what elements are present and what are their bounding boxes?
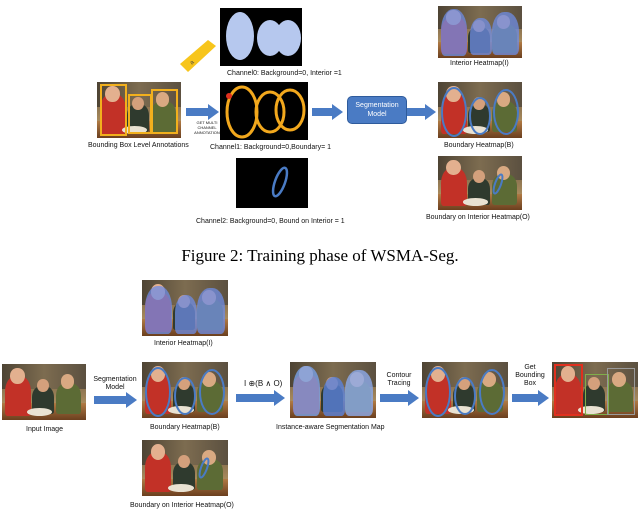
bbox-3 xyxy=(150,88,178,134)
fig2-arrow-2 xyxy=(312,104,343,120)
fig2-get-multichannel: GET MULTI CHANNEL ANNOTATION xyxy=(194,120,220,135)
fig3-boundary-heatmap xyxy=(142,362,228,418)
fig3-instance-map xyxy=(290,362,376,418)
fig3-final-bbox-image xyxy=(552,362,638,418)
fig2-zoom-banner: a xyxy=(180,40,216,72)
final-bbox-2 xyxy=(584,374,609,415)
final-bbox-3 xyxy=(607,367,636,415)
fig3-arrow-1 xyxy=(94,392,137,408)
fig3-instance-label: Instance-aware Segmentation Map xyxy=(276,424,385,431)
fig3-arrow-4 xyxy=(512,390,549,406)
channel1-panel xyxy=(220,82,308,140)
fig2-bbox-label: Bounding Box Level Annotations xyxy=(88,142,189,149)
fig3-formula: I ⊕(B ∧ O) xyxy=(244,379,283,388)
fig3-arrow-3 xyxy=(380,390,419,406)
bbox-2 xyxy=(128,94,152,134)
fig2-interior-heatmap xyxy=(438,6,522,58)
channel0-panel xyxy=(220,8,302,66)
svg-text:a: a xyxy=(189,59,196,66)
fig3-seg-model-label: Segmentation Model xyxy=(93,376,137,391)
fig2-arrow-1 xyxy=(186,104,219,120)
fig3-input-image xyxy=(2,364,86,420)
fig3-interior-label: Interior Heatmap(I) xyxy=(154,340,213,347)
fig2-boundary-label: Boundary Heatmap(B) xyxy=(444,142,514,149)
fig3-get-bbox-label: Get Bounding Box xyxy=(515,364,545,387)
final-bbox-1 xyxy=(553,364,583,416)
fig3-contour-image xyxy=(422,362,508,418)
fig2-interior-label: Interior Heatmap(I) xyxy=(450,60,509,67)
fig2-input-photo xyxy=(97,82,181,138)
fig3-contour-label: Contour Tracing xyxy=(386,372,412,387)
fig2-boundary-heatmap xyxy=(438,82,522,138)
fig3-boundary-on-interior-label: Boundary on Interior Heatmap(O) xyxy=(130,502,234,509)
fig3-arrow-2 xyxy=(236,390,285,406)
channel2-label: Channel2: Background=0, Bound on Interio… xyxy=(196,218,345,225)
channel1-label: Channel1: Background=0,Boundary= 1 xyxy=(210,144,332,151)
fig3-boundary-on-interior xyxy=(142,440,228,496)
fig2-segmentation-model: Segmentation Model xyxy=(347,96,407,124)
fig2-boundary-on-interior xyxy=(438,156,522,210)
bbox-1 xyxy=(99,84,128,136)
fig3-interior-heatmap xyxy=(142,280,228,336)
fig3-input-label: Input Image xyxy=(26,426,63,433)
channel0-label: Channel0: Background=0, Interior =1 xyxy=(227,70,342,77)
fig2-arrow-3 xyxy=(407,104,436,120)
fig3-boundary-label: Boundary Heatmap(B) xyxy=(150,424,220,431)
fig2-boundary-on-interior-label: Boundary on Interior Heatmap(O) xyxy=(426,214,530,221)
channel2-panel xyxy=(236,158,308,208)
figure2-caption: Figure 2: Training phase of WSMA-Seg. xyxy=(181,246,459,265)
